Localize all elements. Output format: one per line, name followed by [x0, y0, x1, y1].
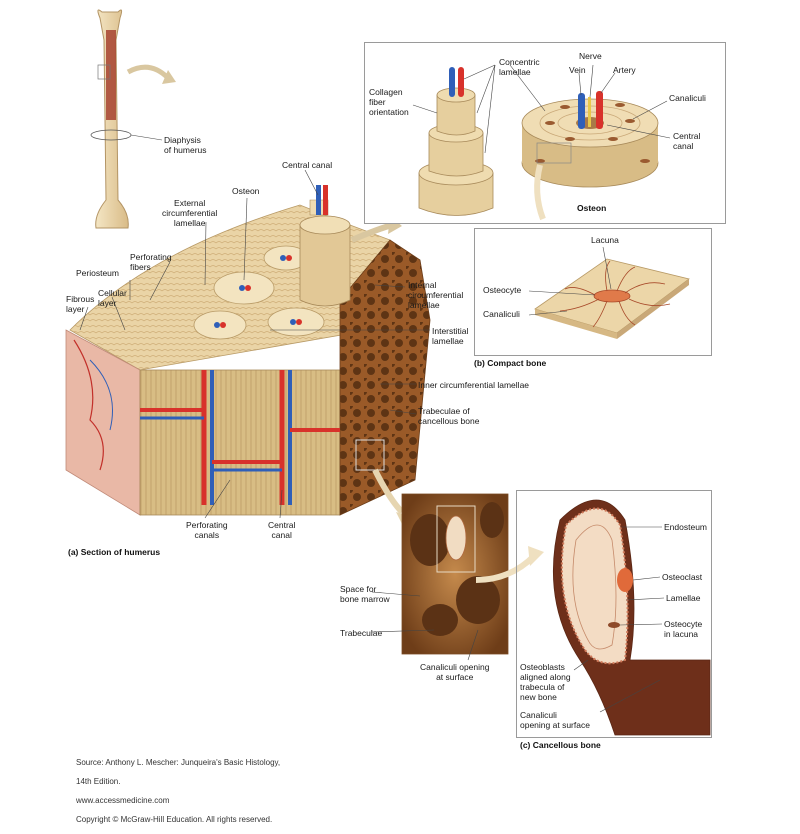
source-line-2: 14th Edition.: [76, 776, 121, 786]
label-collagen-orientation: Collagen fiber orientation: [369, 87, 409, 117]
label-trabeculae-cancellous: Trabeculae of cancellous bone: [418, 406, 480, 426]
label-canaliculi-surface: Canaliculi opening at surface: [520, 710, 590, 730]
label-trabeculae: Trabeculae: [340, 628, 383, 638]
label-inner-lamellae: Inner circumferential lamellae: [418, 380, 530, 390]
label-perforating-canals: Perforating canals: [186, 520, 228, 540]
label-nerve: Nerve: [579, 51, 602, 61]
label-osteon: Osteon: [232, 186, 260, 196]
label-cellular-layer: Cellular layer: [98, 288, 127, 308]
diagram-stage: Collagen fiber orientation Concentric la…: [65, 9, 726, 824]
osteon-panel: Collagen fiber orientation Concentric la…: [364, 42, 726, 224]
label-lamellae: Lamellae: [666, 593, 701, 603]
osteocyte-panel: Lacuna Osteocyte Canaliculi: [474, 228, 712, 356]
trabecula-panel: [516, 490, 712, 738]
label-periosteum: Periosteum: [76, 268, 119, 278]
label-central-canal-osteon: Central canal: [673, 131, 701, 151]
bone-illustration: [65, 9, 711, 736]
source-line-1: Source: Anthony L. Mescher: Junqueira's …: [76, 757, 281, 767]
trabecula-magnified-art: [552, 499, 711, 736]
caption-compact-bone: (b) Compact bone: [474, 358, 547, 368]
label-endosteum: Endosteum: [664, 522, 707, 532]
label-diaphysis: Diaphysis of humerus: [164, 135, 207, 155]
label-osteoclast: Osteoclast: [662, 572, 703, 582]
label-vein: Vein: [569, 65, 586, 75]
label-concentric-lamellae: Concentric lamellae: [499, 57, 540, 77]
source-line-4: Copyright © McGraw-Hill Education. All r…: [76, 814, 273, 824]
caption-osteon: Osteon: [577, 203, 607, 213]
label-fibrous-layer: Fibrous layer: [66, 294, 95, 314]
osteon-art: [412, 64, 671, 221]
label-canaliculi-osteon: Canaliculi: [669, 93, 706, 103]
source-credit: Source: Anthony L. Mescher: Junqueira's …: [76, 748, 280, 834]
label-internal-lamellae: Internal circumferential lamellae: [408, 280, 464, 310]
label-external-lamellae: External circumferential lamellae: [162, 198, 218, 228]
caption-cancellous-bone: (c) Cancellous bone: [520, 740, 601, 750]
label-canaliculi-lacuna: Canaliculi: [483, 309, 520, 319]
label-canaliculi-opening: Canaliculi opening at surface: [420, 662, 490, 682]
label-osteocyte-lacuna: Osteocyte in lacuna: [664, 619, 703, 639]
label-osteoblasts: Osteoblasts aligned along trabecula of n…: [520, 662, 571, 702]
compact-bone-section: [65, 185, 431, 516]
label-artery: Artery: [613, 65, 636, 75]
humerus-icon: [90, 9, 176, 229]
label-perforating-fibers: Perforating fibers: [130, 252, 172, 272]
label-osteocyte: Osteocyte: [483, 285, 522, 295]
cancellous-panel-art: [401, 493, 544, 655]
caption-section-humerus: (a) Section of humerus: [68, 547, 161, 557]
label-central-canal-bottom: Central canal: [268, 520, 296, 540]
label-interstitial-lamellae: Interstitial lamellae: [432, 326, 469, 346]
source-line-3: www.accessmedicine.com: [76, 795, 170, 805]
label-space-marrow: Space for bone marrow: [340, 584, 390, 604]
osteocyte-art: [528, 246, 690, 339]
label-lacuna: Lacuna: [591, 235, 619, 245]
label-central-canal-top: Central canal: [282, 160, 333, 170]
